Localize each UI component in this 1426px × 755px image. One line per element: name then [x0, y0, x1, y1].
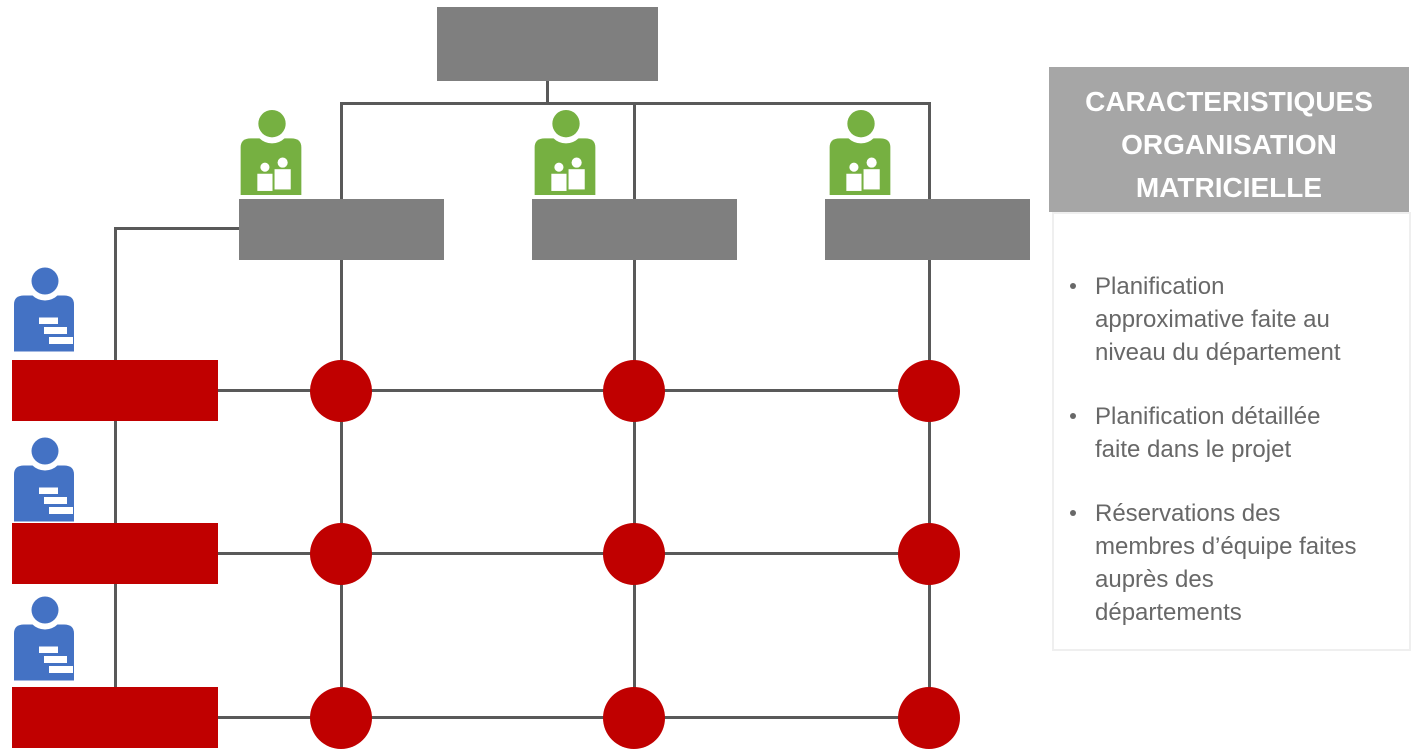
connector-row-1	[200, 389, 930, 392]
project-box	[12, 687, 218, 748]
executive-box	[437, 7, 658, 81]
project-manager-icon	[12, 437, 76, 522]
characteristics-panel: Planification approximative faite au niv…	[1052, 212, 1411, 651]
team-member-node	[898, 523, 960, 585]
connector-top-stub	[546, 81, 549, 103]
team-member-node	[603, 360, 665, 422]
team-member-node	[603, 687, 665, 749]
project-box	[12, 523, 218, 584]
team-member-node	[603, 523, 665, 585]
team-member-node	[898, 360, 960, 422]
team-member-node	[310, 360, 372, 422]
department-box	[825, 199, 1030, 260]
team-member-node	[310, 687, 372, 749]
project-manager-icon	[12, 596, 76, 681]
department-manager-icon	[238, 110, 304, 195]
project-manager-icon	[12, 267, 76, 352]
panel-title: CARACTERISTIQUES ORGANISATION MATRICIELL…	[1049, 67, 1409, 212]
project-box	[12, 360, 218, 421]
department-box	[239, 199, 444, 260]
department-manager-icon	[532, 110, 598, 195]
characteristics-list: Planification approximative faite au niv…	[1054, 214, 1409, 629]
connector-left-horizontal	[114, 227, 240, 230]
department-manager-icon	[827, 110, 893, 195]
connector-left-vertical	[114, 227, 117, 716]
connector-row-3	[200, 716, 930, 719]
team-member-node	[898, 687, 960, 749]
list-item: Réservations des membres d’équipe faites…	[1068, 497, 1367, 629]
team-member-node	[310, 523, 372, 585]
list-item: Planification approximative faite au niv…	[1068, 270, 1367, 369]
connector-row-2	[200, 552, 930, 555]
department-box	[532, 199, 737, 260]
list-item: Planification détaillée faite dans le pr…	[1068, 400, 1367, 466]
